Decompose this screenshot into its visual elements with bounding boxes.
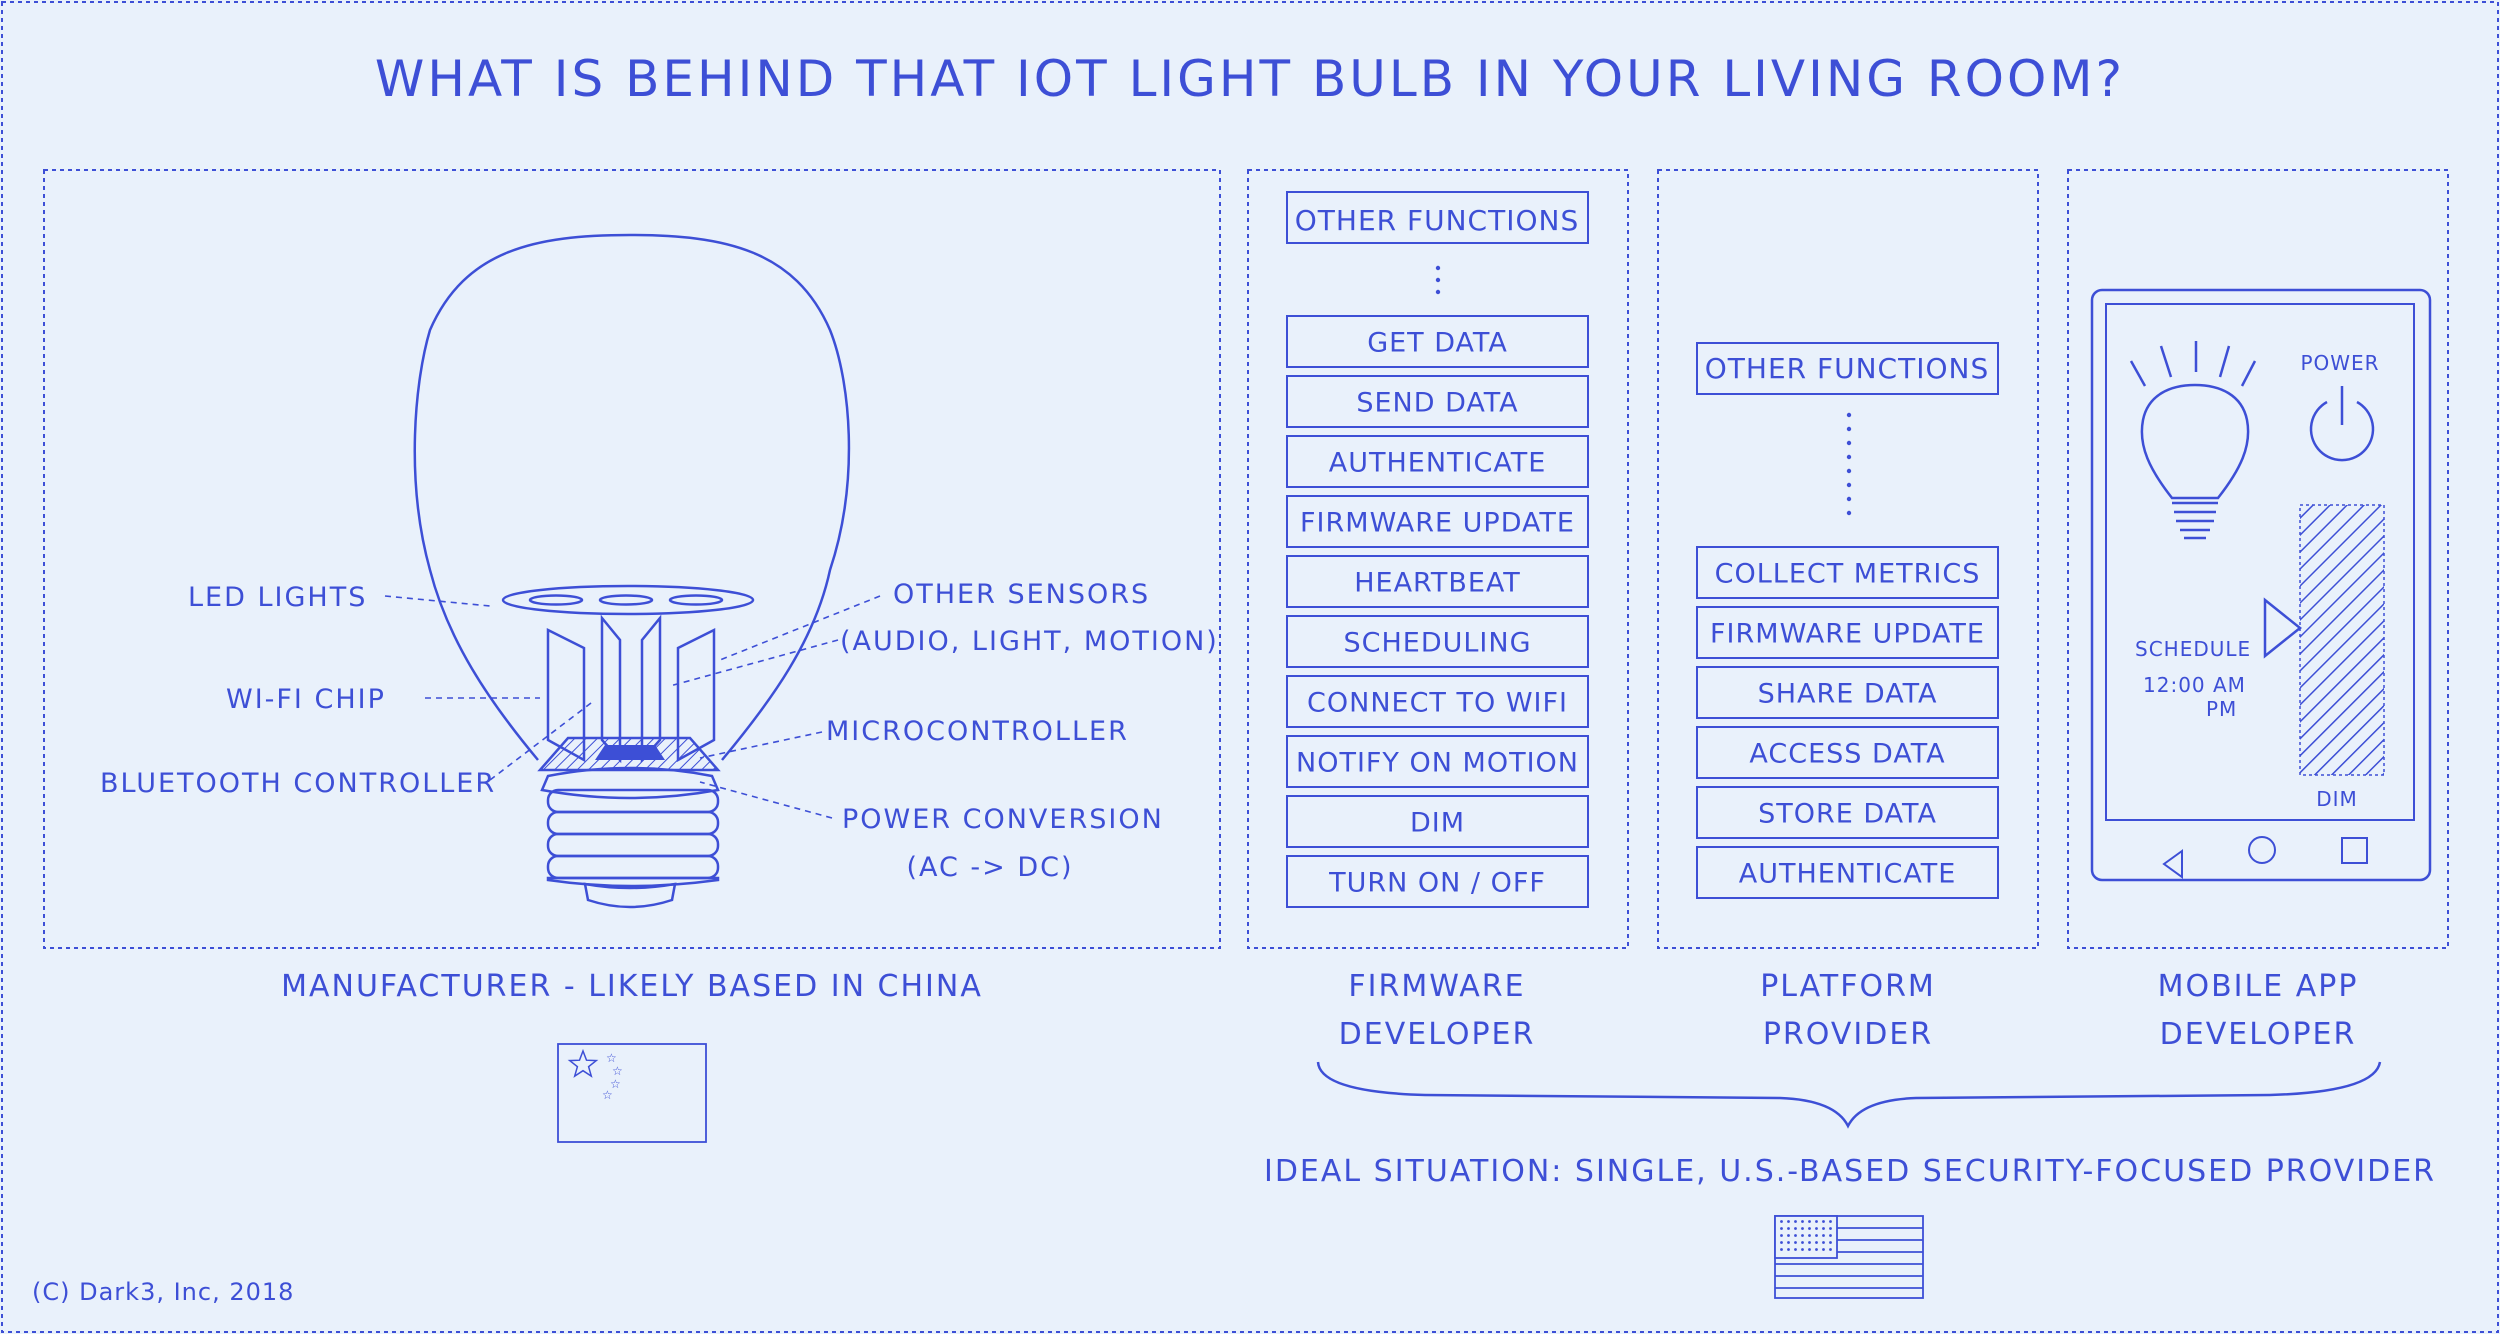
platform-function-label: AUTHENTICATE [1739,859,1957,890]
mobile-caption-line1: MOBILE APP [2158,969,2359,1004]
label-wifi-chip: WI-FI CHIP [226,684,386,715]
home-nav-icon[interactable] [2248,836,2276,864]
dim-slider-fill [2300,505,2384,775]
recents-nav-icon[interactable] [2341,837,2368,864]
manufacturer-panel [43,169,1221,949]
firmware-function-box [1286,735,1589,788]
light-bulb-icon [413,233,851,909]
platform-function-label: COLLECT METRICS [1715,559,1981,590]
manufacturer-caption: MANUFACTURER - LIKELY BASED IN CHINA [281,969,983,1004]
flag-star: ☆ [610,1077,621,1091]
callout-lines [384,595,881,819]
page-title: WHAT IS BEHIND THAT IOT LIGHT BULB IN YO… [375,50,2125,108]
platform-function-box [1696,846,1999,899]
firmware-caption-line1: FIRMWARE [1348,969,1525,1004]
platform-function-box [1696,546,1999,599]
firmware-function-label: NOTIFY ON MOTION [1296,748,1579,779]
firmware-function-box [1286,795,1589,848]
schedule-label: SCHEDULE [2135,637,2251,661]
platform-function-label: STORE DATA [1758,799,1937,830]
firmware-caption-line2: DEVELOPER [1339,1017,1536,1052]
firmware-function-box [1286,315,1589,368]
flag-star: ☆ [602,1088,613,1102]
firmware-function-label: HEARTBEAT [1354,568,1521,599]
firmware-function-label: AUTHENTICATE [1329,448,1547,479]
ideal-situation-caption: IDEAL SITUATION: SINGLE, U.S.-BASED SECU… [1264,1154,2436,1189]
label-power-conversion-detail: (AC -> DC) [906,852,1073,883]
firmware-function-box [1286,495,1589,548]
firmware-function-label: CONNECT TO WIFI [1307,688,1568,719]
firmware-function-label: SEND DATA [1356,388,1518,419]
dim-slider[interactable] [2299,504,2385,776]
schedule-time-pm: PM [2206,697,2237,721]
platform-ellipsis [1846,412,1852,516]
copyright-notice: (C) Dark3, Inc, 2018 [32,1278,294,1306]
firmware-function-box [1286,675,1589,728]
power-button-icon[interactable] [2309,386,2375,462]
platform-function-box [1696,606,1999,659]
dim-label: DIM [2316,787,2358,811]
play-triangle-icon[interactable] [2263,597,2303,659]
us-flag-icon [1774,1215,1924,1299]
android-nav-bar [2162,836,2368,879]
firmware-function-box [1286,855,1589,908]
firmware-function-box [1286,435,1589,488]
mobile-caption-line2: DEVELOPER [2160,1017,2357,1052]
firmware-function-box [1286,615,1589,668]
firmware-function-label: GET DATA [1367,328,1508,359]
flag-star: ☆ [612,1064,623,1078]
platform-function-label: SHARE DATA [1758,679,1938,710]
firmware-other-functions-box [1286,191,1589,244]
label-microcontroller: MICROCONTROLLER [826,716,1129,747]
label-led-lights: LED LIGHTS [188,582,367,613]
platform-caption-line2: PROVIDER [1763,1017,1933,1052]
back-nav-icon[interactable] [2162,849,2183,879]
mobile-panel [2067,169,2449,949]
firmware-other-functions-label: OTHER FUNCTIONS [1295,204,1579,237]
firmware-function-label: FIRMWARE UPDATE [1300,508,1575,539]
platform-function-box [1696,666,1999,719]
platform-function-list: COLLECT METRICS FIRMWARE UPDATE SHARE DATA… [1696,546,1999,899]
app-bulb-icon [2129,341,2257,540]
firmware-panel [1247,169,1629,949]
label-other-sensors: OTHER SENSORS [893,579,1150,610]
platform-other-functions-label: OTHER FUNCTIONS [1705,352,1989,385]
firmware-ellipsis [1435,265,1441,295]
china-flag-icon: ☆ ☆ ☆ ☆ [557,1043,707,1143]
platform-caption-line1: PLATFORM [1760,969,1936,1004]
label-bluetooth-controller: BLUETOOTH CONTROLLER [100,768,496,799]
label-power-conversion: POWER CONVERSION [842,804,1164,835]
power-label: POWER [2300,351,2379,375]
flag-star: ☆ [606,1051,617,1065]
firmware-function-box [1286,555,1589,608]
platform-other-functions-box [1696,342,1999,395]
platform-function-box [1696,726,1999,779]
firmware-function-label: SCHEDULING [1343,628,1531,659]
firmware-function-label: DIM [1410,808,1465,839]
label-other-sensors-detail: (AUDIO, LIGHT, MOTION) [840,626,1219,657]
grouping-brace [1316,1061,2382,1129]
firmware-function-label: TURN ON / OFF [1328,868,1546,899]
firmware-function-list: GET DATA SEND DATA AUTHENTICATE FIRMWARE UP… [1286,315,1589,908]
platform-function-box [1696,786,1999,839]
platform-function-label: FIRMWARE UPDATE [1710,619,1985,650]
platform-panel [1657,169,2039,949]
smartphone-icon [2090,288,2432,882]
platform-function-label: ACCESS DATA [1749,739,1945,770]
schedule-time-am: 12:00 AM [2143,673,2246,697]
firmware-function-box [1286,375,1589,428]
